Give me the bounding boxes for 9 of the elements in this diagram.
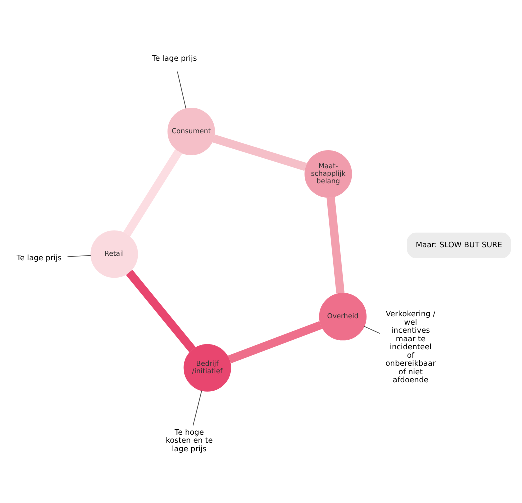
- connector: [177, 71, 186, 109]
- connector: [228, 321, 322, 364]
- connector: [192, 390, 202, 426]
- connector: [67, 255, 92, 258]
- connector: [126, 270, 196, 352]
- connector: [364, 326, 380, 334]
- connector: [124, 149, 182, 237]
- connector: [212, 134, 308, 172]
- connector: [326, 197, 345, 294]
